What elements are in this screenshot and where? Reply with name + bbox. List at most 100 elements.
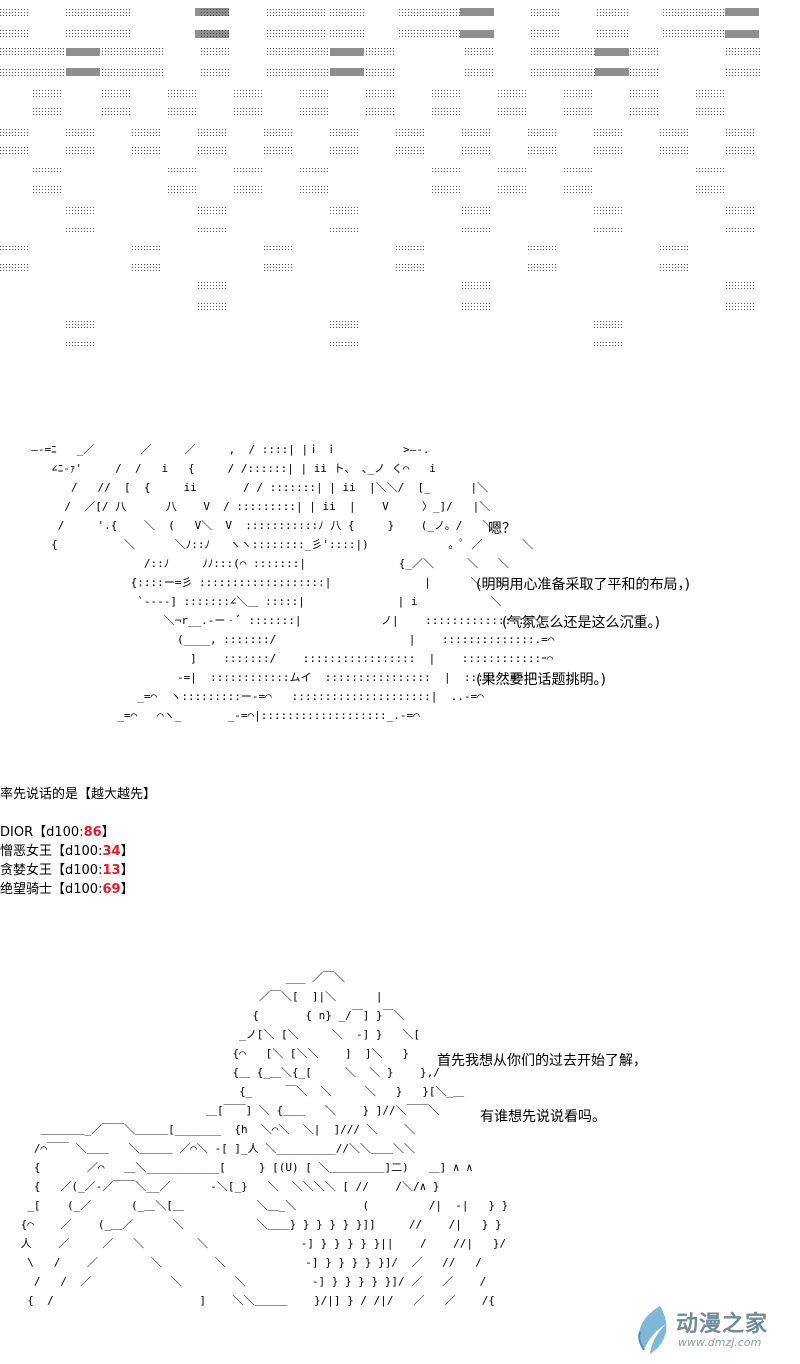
dot-block [694,90,724,98]
roll-entry-name: 绝望骑士【 [0,882,66,897]
dot-block [298,90,328,98]
dot-block [198,206,228,214]
roll-entry-value: 34 [102,844,121,859]
roll-entry-expr: d100: [65,844,103,859]
dot-block [628,90,658,98]
dot-block [660,146,690,154]
dot-block [330,320,360,328]
dot-block [198,282,228,290]
dot-block [66,8,130,16]
roll-entry-expr: d100: [65,863,103,878]
thought-line-1: (明明用心准备采取了平和的布局，) [476,577,690,593]
ascii-art-character-1: —‐=ﾆ _／ ／ ／ , / ::::| |ｉ ｉ >—‐. ∠ﾆ‐ｧ' / … [31,443,555,722]
roll-entry-close: 】 [120,863,134,878]
dot-block [200,48,230,56]
dot-block [396,244,426,252]
roll-entry: DIOR【d100:86】 [0,824,115,841]
dense-bar [66,48,100,56]
ascii-art-character-2: ___ ／￣＼ ／￣＼[ ]|＼ | { { n} _/￣] }￣＼ _ノ[＼ … [20,971,509,1307]
dot-block [198,128,228,136]
dense-bar [66,68,100,76]
dot-block [397,30,460,38]
dot-block [530,68,595,76]
dot-block [330,30,365,38]
dot-block [0,128,30,136]
dot-block [66,340,96,348]
dot-block [198,302,228,310]
roll-entry-expr: d100: [46,825,84,840]
dot-block [100,108,130,116]
dense-bar [725,8,759,16]
dot-block [232,166,262,174]
dot-block [528,264,558,272]
dense-bar [195,8,229,16]
dot-block [0,244,30,252]
dot-block [0,8,30,16]
dot-block [725,48,760,56]
dot-block [663,8,725,16]
dot-block [265,8,325,16]
dot-block [330,206,360,214]
dense-bar [330,68,364,76]
dot-block [496,186,526,194]
watermark-url: www.dmzj.com [678,1336,762,1349]
dot-block [528,128,558,136]
roll-entry-expr: d100: [65,882,103,897]
dot-block [595,8,630,16]
dot-block [166,186,196,194]
dot-block [365,48,395,56]
dot-block [330,146,360,154]
dotted-pattern-svg [0,8,760,348]
dot-block [66,226,96,234]
dot-block [232,90,262,98]
dot-block [530,48,595,56]
thought-line-2: (气氛怎么还是这么沉重。) [502,615,660,631]
dot-block [562,166,592,174]
dot-block [264,244,294,252]
dot-block [660,128,690,136]
dot-block [530,30,560,38]
dialogue-line-1: 首先我想从你们的过去开始了解， [437,1053,647,1069]
dot-block [726,146,756,154]
dot-block [462,282,492,290]
dot-block [66,320,96,328]
roll-entry-value: 69 [102,882,121,897]
dot-block [264,264,294,272]
dot-block [232,108,262,116]
dot-block [462,302,492,310]
dot-block [725,68,760,76]
dot-block [298,108,328,116]
dot-block [594,340,624,348]
roll-entry: 憎恶女王【d100:34】 [0,843,134,860]
dot-block [594,128,624,136]
dot-block [396,128,426,136]
dense-bar [330,48,364,56]
dot-block [562,108,592,116]
dot-block [166,108,196,116]
thought-line-3: (果然要把话题挑明。) [476,672,606,688]
dot-block [594,226,624,234]
dot-block [200,68,230,76]
dot-block [462,206,492,214]
dot-block [594,320,624,328]
dot-block [132,146,162,154]
dot-block [66,30,130,38]
dot-block [397,8,460,16]
dot-block [330,226,360,234]
watermark-text: 动漫之家 [676,1312,769,1337]
dense-bar [595,68,629,76]
roll-entry-value: 86 [83,825,102,840]
dense-bar [725,30,759,38]
speech-line: 嗯？ [488,521,516,537]
dense-bar [460,8,494,16]
dot-block [594,146,624,154]
dot-block [726,226,756,234]
dot-block [66,206,96,214]
dotted-background-pattern [0,0,800,360]
dot-block [33,108,63,116]
roll-entry-close: 】 [120,882,134,897]
dot-block [33,186,63,194]
dot-block [265,30,325,38]
dot-block [463,48,495,56]
dot-block [265,48,330,56]
